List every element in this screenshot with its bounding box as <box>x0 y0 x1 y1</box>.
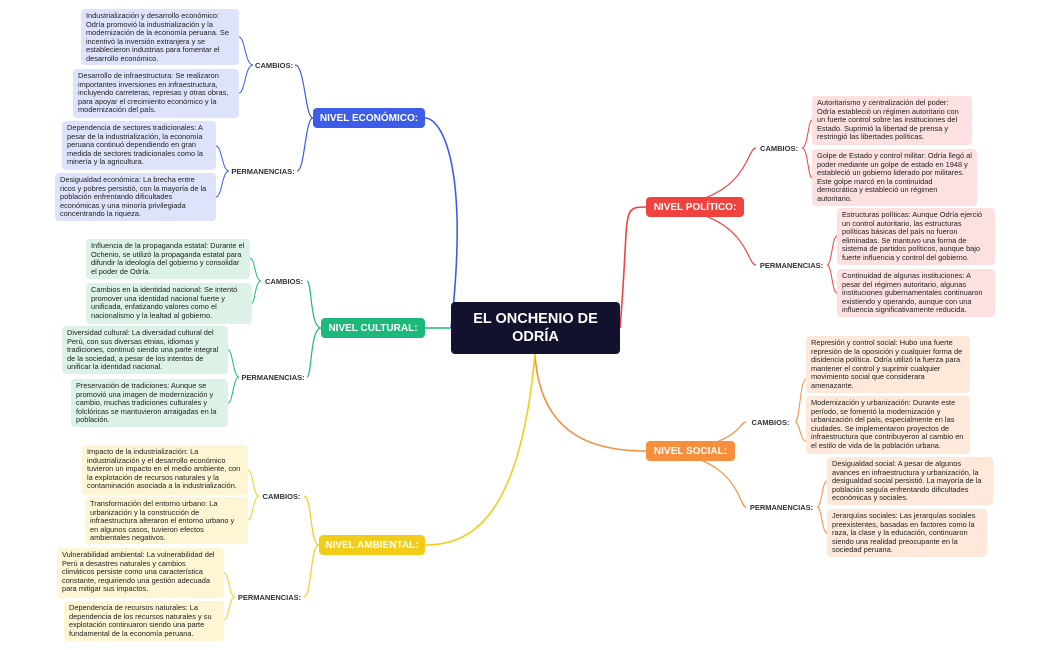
branch-nivel-cultural[interactable]: NIVEL CULTURAL: <box>321 318 425 338</box>
ambiental-permanencia-1[interactable]: Vulnerabilidad ambiental: La vulnerabili… <box>57 548 224 598</box>
ambiental-permanencias-label[interactable]: PERMANENCIAS: <box>235 590 304 604</box>
politico-permanencias-label[interactable]: PERMANENCIAS: <box>756 258 827 272</box>
economico-permanencia-1[interactable]: Dependencia de sectores tradicionales: A… <box>62 121 216 170</box>
branch-nivel-ambiental[interactable]: NIVEL AMBIENTAL: <box>319 535 425 555</box>
social-cambios-label[interactable]: CAMBIOS: <box>746 415 795 429</box>
ambiental-permanencia-2[interactable]: Dependencia de recursos naturales: La de… <box>64 601 224 641</box>
economico-cambios-label[interactable]: CAMBIOS: <box>253 58 295 72</box>
ambiental-cambios-label[interactable]: CAMBIOS: <box>259 489 304 503</box>
social-permanencia-2[interactable]: Jerarquías sociales: Las jerarquías soci… <box>827 509 987 557</box>
economico-permanencia-2[interactable]: Desigualdad económica: La brecha entre r… <box>55 173 216 221</box>
ambiental-cambio-2[interactable]: Transformación del entorno urbano: La ur… <box>85 497 248 544</box>
politico-permanencia-2[interactable]: Continuidad de algunas instituciones: A … <box>837 269 995 317</box>
cultural-cambio-2[interactable]: Cambios en la identidad nacional: Se int… <box>86 283 252 324</box>
branch-nivel-economico[interactable]: NIVEL ECONÓMICO: <box>313 108 425 128</box>
cultural-permanencia-1[interactable]: Diversidad cultural: La diversidad cultu… <box>62 326 228 374</box>
cultural-cambios-label[interactable]: CAMBIOS: <box>261 274 307 288</box>
central-topic[interactable]: EL ONCHENIO DE ODRÍA <box>451 302 620 354</box>
politico-permanencia-1[interactable]: Estructuras políticas: Aunque Odría ejer… <box>837 208 995 265</box>
social-cambio-2[interactable]: Modernización y urbanización: Durante es… <box>806 396 970 454</box>
cultural-cambio-1[interactable]: Influencia de la propaganda estatal: Dur… <box>86 239 250 279</box>
branch-nivel-social[interactable]: NIVEL SOCIAL: <box>646 441 735 461</box>
branch-nivel-politico[interactable]: NIVEL POLÍTICO: <box>646 197 744 217</box>
cultural-permanencias-label[interactable]: PERMANENCIAS: <box>239 370 307 384</box>
social-cambio-1[interactable]: Represión y control social: Hubo una fue… <box>806 336 970 393</box>
economico-permanencias-label[interactable]: PERMANENCIAS: <box>229 164 297 178</box>
social-permanencia-1[interactable]: Desigualdad social: A pesar de algunos a… <box>827 457 993 505</box>
politico-cambio-2[interactable]: Golpe de Estado y control militar: Odría… <box>812 149 977 206</box>
social-permanencias-label[interactable]: PERMANENCIAS: <box>746 500 817 514</box>
economico-cambio-1[interactable]: Industrialización y desarrollo económico… <box>81 9 239 65</box>
economico-cambio-2[interactable]: Desarrollo de infraestructura: Se realiz… <box>73 69 239 118</box>
politico-cambio-1[interactable]: Autoritarismo y centralización del poder… <box>812 96 972 145</box>
cultural-permanencia-2[interactable]: Preservación de tradiciones: Aunque se p… <box>71 379 228 427</box>
politico-cambios-label[interactable]: CAMBIOS: <box>756 141 802 155</box>
ambiental-cambio-1[interactable]: Impacto de la industrialización: La indu… <box>82 445 248 495</box>
